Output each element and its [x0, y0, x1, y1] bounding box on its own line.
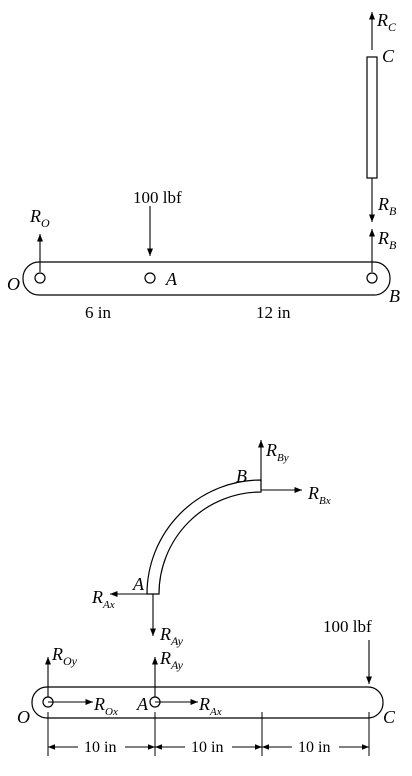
bottom-beam	[31, 686, 384, 719]
top-dim-1: 6 in	[85, 303, 111, 322]
bottom-dim-1: 10 in	[84, 739, 116, 756]
top-label-rb-link: RB	[377, 194, 397, 218]
top-label-a: A	[165, 269, 178, 289]
bottom-diagram: 100 lbf B RBy RBx A RAx RAy ROy ROx RAy …	[17, 440, 396, 756]
top-pin-a	[144, 272, 156, 284]
bottom-dim-2: 10 in	[191, 739, 223, 756]
label-o: O	[17, 707, 30, 727]
top-label-ro: RO	[29, 206, 50, 230]
top-pin-b	[366, 272, 378, 284]
label-rax-beam: RAx	[198, 694, 222, 718]
label-b: B	[236, 466, 247, 486]
top-diagram: 100 lbf RO RC C RB RB O A B 6 in 12 in	[7, 10, 400, 322]
label-c: C	[383, 707, 396, 727]
bottom-load-label: 100 lbf	[323, 617, 372, 636]
top-label-o: O	[7, 274, 20, 294]
label-a-beam: A	[136, 694, 149, 714]
top-link-bc	[366, 56, 378, 179]
curved-member-ab	[146, 479, 262, 595]
top-pin-o	[34, 272, 46, 284]
top-beam	[22, 261, 391, 296]
bottom-dim-3: 10 in	[298, 739, 330, 756]
label-rox: ROx	[93, 694, 118, 718]
top-label-rc: RC	[376, 10, 397, 34]
label-a-curve: A	[132, 574, 145, 594]
top-load-label: 100 lbf	[133, 188, 182, 207]
label-rbx: RBx	[307, 483, 331, 507]
label-roy: ROy	[51, 644, 78, 668]
top-label-rb-beam: RB	[377, 228, 397, 252]
top-dim-2: 12 in	[256, 303, 291, 322]
label-ray-beam: RAy	[159, 648, 184, 672]
top-label-b: B	[389, 286, 400, 306]
label-rax-curve: RAx	[91, 587, 115, 611]
label-rby: RBy	[265, 440, 289, 464]
label-ray-curve: RAy	[159, 624, 184, 648]
top-label-c: C	[382, 46, 395, 66]
